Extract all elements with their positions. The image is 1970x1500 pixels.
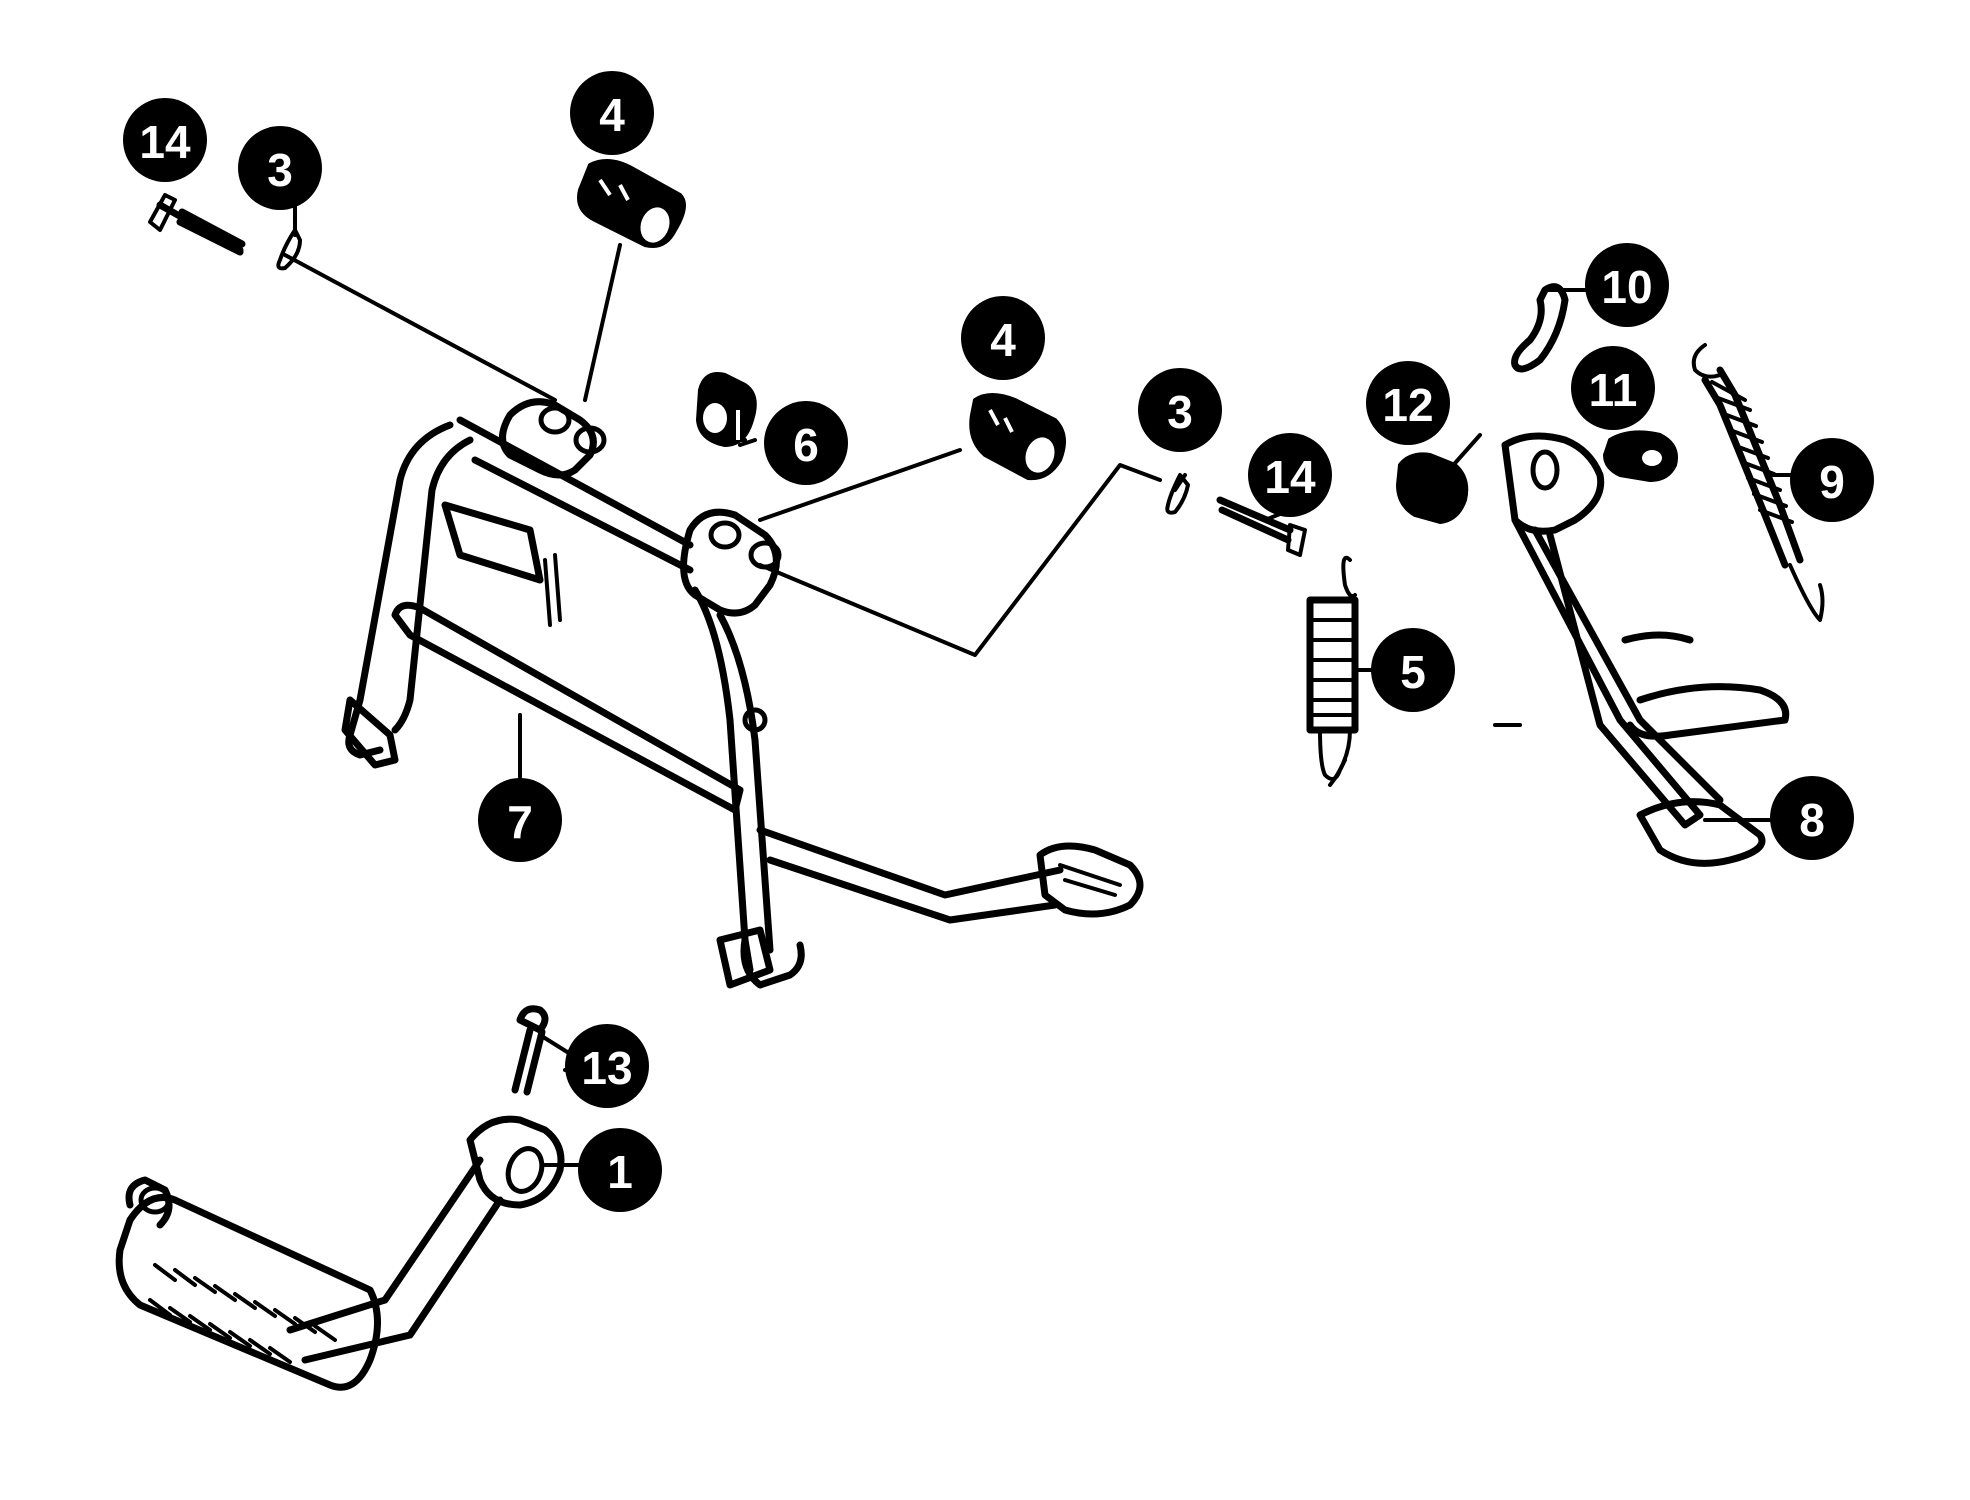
callout-3: 3 — [1138, 368, 1222, 452]
spring-part-5 — [1306, 555, 1359, 787]
callout-circle — [578, 1128, 662, 1212]
cap-part-6 — [696, 372, 757, 447]
callout-9: 9 — [1790, 438, 1874, 522]
callout-number: 6 — [793, 419, 819, 471]
callout-circle — [1790, 438, 1874, 522]
bolt-part-13 — [511, 1005, 549, 1096]
callout-number: 8 — [1799, 794, 1825, 846]
callout-number: 5 — [1400, 646, 1426, 698]
callout-circle — [1248, 433, 1332, 517]
cotter-pin-part-3-right — [1165, 473, 1190, 515]
callout-11: 11 — [1571, 346, 1655, 430]
clip-part-10 — [1511, 283, 1569, 373]
callout-4: 4 — [570, 71, 654, 155]
bolt-part-14-right — [1216, 496, 1307, 557]
callout-12: 12 — [1366, 361, 1450, 445]
callout-circle — [478, 778, 562, 862]
callout-circle — [764, 401, 848, 485]
callout-number: 9 — [1819, 456, 1845, 508]
callout-14: 14 — [1248, 433, 1332, 517]
callout-1: 1 — [578, 1128, 662, 1212]
bushing-part-4-middle — [969, 393, 1066, 481]
callout-number: 12 — [1382, 379, 1433, 431]
callout-number: 13 — [581, 1042, 632, 1094]
callout-6: 6 — [764, 401, 848, 485]
callout-circle — [1138, 368, 1222, 452]
callout-number: 11 — [1589, 364, 1638, 416]
callout-circle — [565, 1024, 649, 1108]
callout-3: 3 — [238, 126, 322, 210]
bushing-part-4-upper — [577, 159, 686, 248]
callout-circle — [570, 71, 654, 155]
callout-number: 4 — [990, 314, 1016, 366]
callout-7: 7 — [478, 778, 562, 862]
callout-4: 4 — [961, 296, 1045, 380]
callout-circle — [1371, 628, 1455, 712]
bolt-part-14-left — [148, 193, 246, 256]
callout-13: 13 — [565, 1024, 649, 1108]
callout-number: 3 — [1167, 386, 1193, 438]
callout-14: 14 — [123, 98, 207, 182]
nut-part-12 — [1396, 452, 1469, 524]
side-stand-part-8 — [1501, 432, 1790, 867]
kick-starter-part-1 — [115, 1115, 565, 1391]
callout-number: 4 — [599, 89, 625, 141]
cotter-pin-part-3-left — [276, 228, 302, 271]
callout-circle — [1585, 243, 1669, 327]
main-stand-part-7 — [341, 398, 1144, 989]
callout-number: 7 — [507, 796, 533, 848]
callout-number: 14 — [139, 116, 191, 168]
callout-8: 8 — [1770, 776, 1854, 860]
callout-number: 3 — [267, 144, 293, 196]
callout-circle — [961, 296, 1045, 380]
callout-10: 10 — [1585, 243, 1669, 327]
callout-circle — [1571, 346, 1655, 430]
callout-circle — [1366, 361, 1450, 445]
callout-number: 14 — [1264, 451, 1316, 503]
callout-circle — [1770, 776, 1854, 860]
callout-circle — [238, 126, 322, 210]
callout-circle — [123, 98, 207, 182]
callout-5: 5 — [1371, 628, 1455, 712]
washer-part-11 — [1603, 430, 1678, 482]
callout-number: 10 — [1601, 261, 1652, 313]
spring-part-9 — [1691, 343, 1825, 622]
callout-number: 1 — [607, 1146, 633, 1198]
callout-badges: 14 3 4 6 4 3 14 12 10 11 9 5 7 8 13 1 — [123, 71, 1874, 1212]
